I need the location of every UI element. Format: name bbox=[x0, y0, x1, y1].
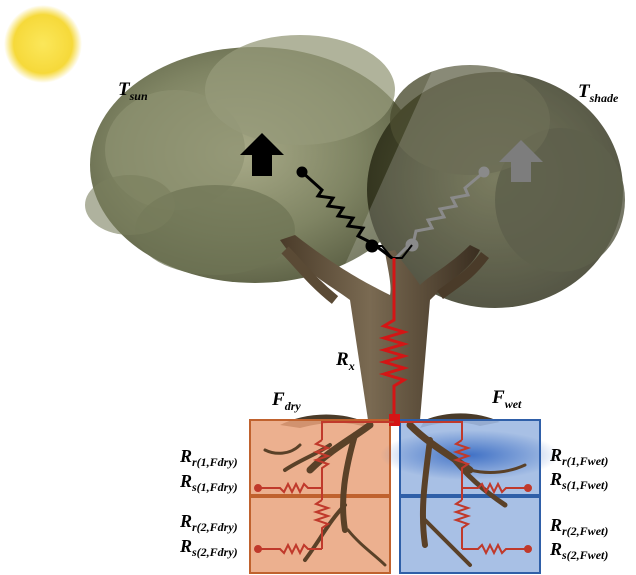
rr1-fdry-label: Rr(1,Fdry) bbox=[180, 447, 238, 466]
r-x-label: Rx bbox=[336, 350, 355, 369]
f-dry-label: Fdry bbox=[272, 390, 301, 409]
rs1-fdry-label: Rs(1,Fdry) bbox=[180, 472, 238, 491]
rs2-fwet-label: Rs(2,Fwet) bbox=[550, 540, 608, 559]
rs1-fwet-label: Rs(1,Fwet) bbox=[550, 470, 608, 489]
tree-trunk bbox=[280, 235, 500, 428]
rr2-fdry-label: Rr(2,Fdry) bbox=[180, 512, 238, 531]
t-sun-label: Tsun bbox=[118, 80, 148, 99]
rr1-fwet-label: Rr(1,Fwet) bbox=[550, 446, 608, 465]
rs2-fdry-label: Rs(2,Fdry) bbox=[180, 537, 238, 556]
sun-icon bbox=[4, 5, 82, 83]
root-node bbox=[389, 414, 400, 426]
t-shade-label: Tshade bbox=[578, 82, 618, 101]
rr2-fwet-label: Rr(2,Fwet) bbox=[550, 516, 608, 535]
f-wet-label: Fwet bbox=[492, 388, 521, 407]
